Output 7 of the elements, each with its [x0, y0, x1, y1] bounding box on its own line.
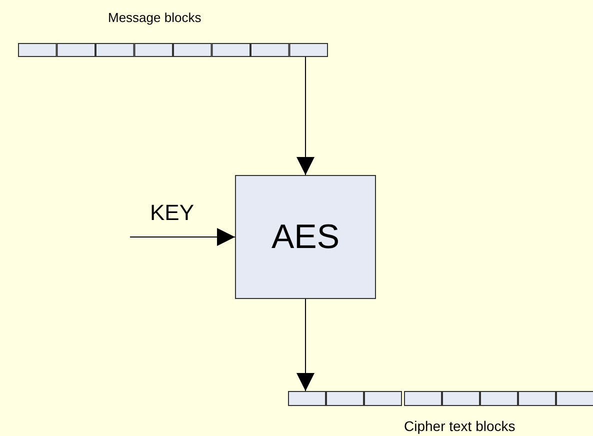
box-label: AES — [271, 218, 340, 256]
bar-label: Message blocks — [108, 10, 202, 25]
process-box — [235, 175, 376, 299]
arrow — [296, 56, 314, 176]
arrow — [130, 228, 236, 246]
arrow — [296, 298, 314, 392]
bar-label: Cipher text blocks — [404, 418, 516, 434]
